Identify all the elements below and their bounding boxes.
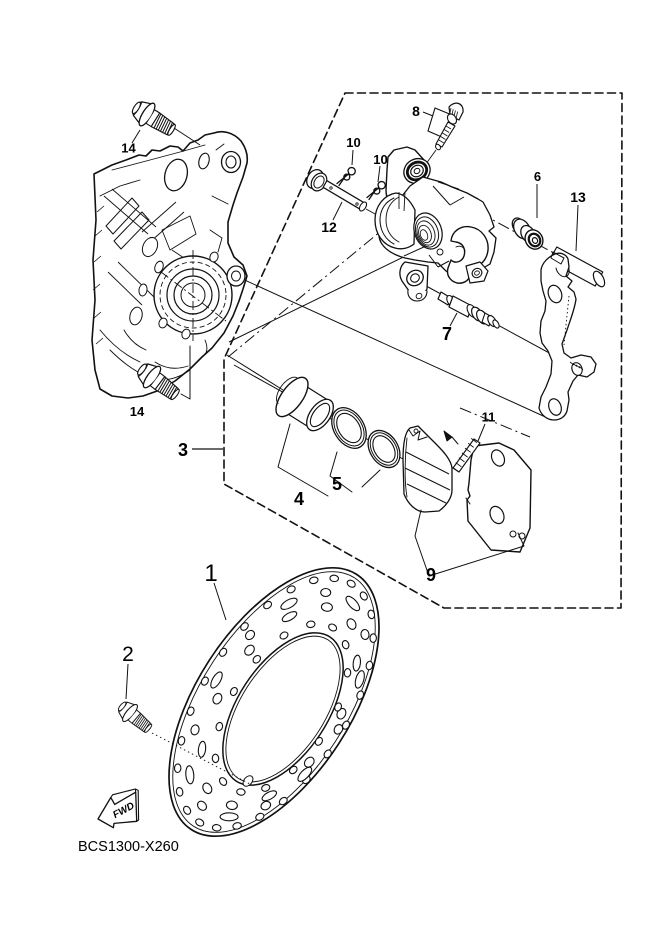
svg-text:3: 3 <box>178 440 188 460</box>
svg-text:8: 8 <box>412 103 420 119</box>
svg-text:10: 10 <box>346 135 360 150</box>
svg-text:7: 7 <box>442 324 452 344</box>
svg-text:4: 4 <box>294 489 304 509</box>
svg-text:14: 14 <box>121 141 136 156</box>
svg-text:10: 10 <box>373 152 387 167</box>
svg-text:BCS1300-X260: BCS1300-X260 <box>78 839 179 855</box>
svg-text:11: 11 <box>482 410 496 425</box>
svg-text:5: 5 <box>332 474 342 494</box>
svg-text:13: 13 <box>570 189 586 205</box>
svg-text:14: 14 <box>130 404 145 419</box>
svg-text:6: 6 <box>534 169 541 184</box>
svg-text:9: 9 <box>426 565 436 585</box>
svg-text:12: 12 <box>321 219 337 235</box>
svg-text:1: 1 <box>204 560 217 587</box>
svg-text:2: 2 <box>122 643 134 666</box>
